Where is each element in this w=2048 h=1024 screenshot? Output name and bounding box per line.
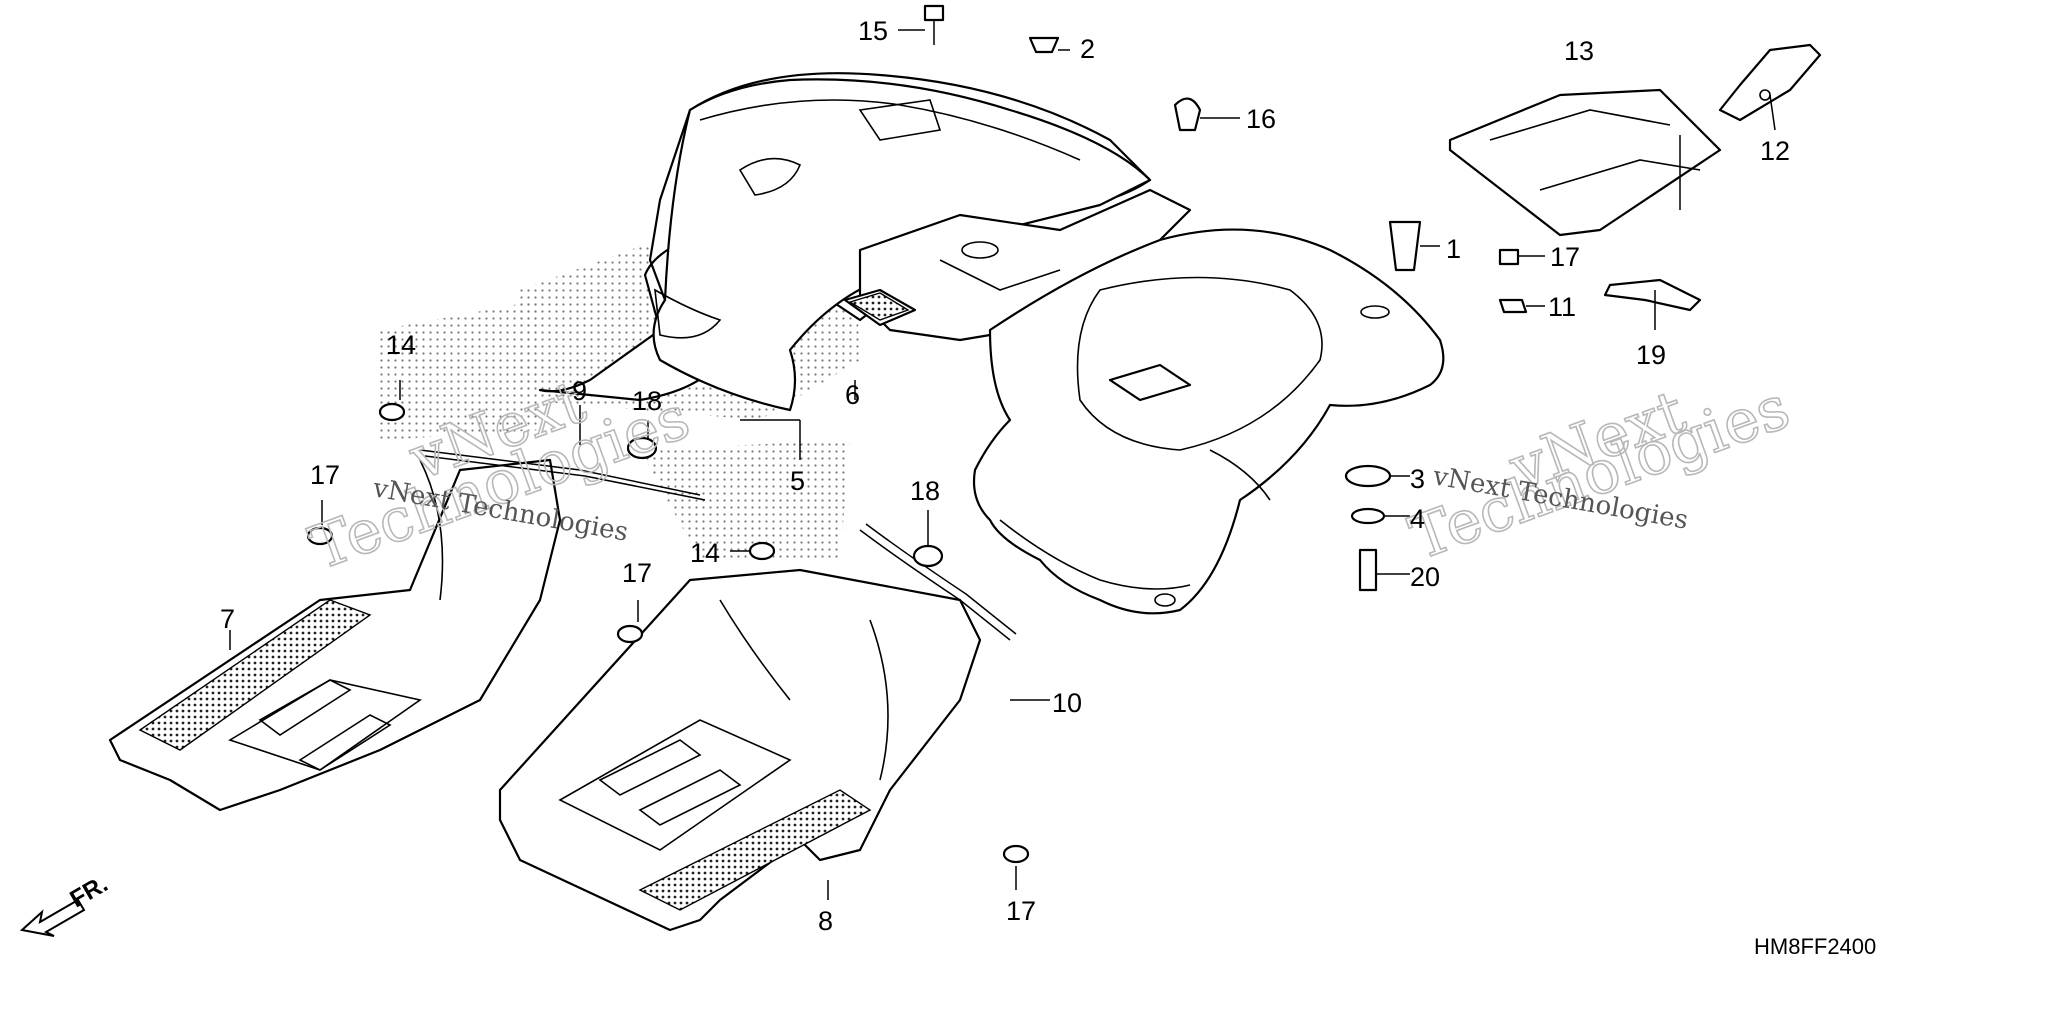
front-arrow-icon (19, 898, 86, 937)
diagram-code: HM8FF2400 (1754, 934, 1876, 959)
nut-11 (1498, 298, 1528, 314)
callout-2: 2 (1080, 34, 1095, 64)
callout-17-center: 17 (622, 558, 652, 588)
callout-10: 10 (1052, 688, 1082, 718)
callout-17-bottom: 17 (1006, 896, 1036, 926)
clip-2 (1028, 36, 1060, 54)
front-direction-indicator: FR. (19, 870, 112, 937)
callout-17-left: 17 (310, 460, 340, 490)
bolt-14-left (378, 402, 406, 422)
callout-6: 6 (845, 380, 860, 410)
floorboard-left (108, 458, 562, 812)
callout-12: 12 (1760, 136, 1790, 166)
callout-4: 4 (1410, 504, 1425, 534)
nut-18-center (912, 544, 944, 568)
floorboard-right (498, 568, 982, 932)
callout-15: 15 (858, 16, 888, 46)
callout-18-left: 18 (632, 386, 662, 416)
bolt-17-center (616, 624, 644, 644)
callout-14-left: 14 (386, 330, 416, 360)
callout-20: 20 (1410, 562, 1440, 592)
grommet-1 (1388, 220, 1422, 272)
callout-1: 1 (1446, 234, 1461, 264)
washer-4 (1350, 507, 1386, 525)
callout-5: 5 (790, 466, 805, 496)
clip-16 (1173, 97, 1202, 132)
bolt-15 (923, 4, 945, 45)
callout-8: 8 (818, 906, 833, 936)
fasteners (306, 4, 1528, 864)
bolt-17-left (306, 526, 334, 546)
callout-17-right: 17 (1550, 242, 1580, 272)
callout-19: 19 (1636, 340, 1666, 370)
callout-9: 9 (572, 376, 587, 406)
nut-18-left (626, 436, 658, 460)
bolt-14-center (748, 541, 776, 561)
callout-3: 3 (1410, 464, 1425, 494)
callout-7: 7 (220, 604, 235, 634)
rear-fender-right (972, 228, 1445, 615)
bolt-17-right (1498, 248, 1520, 266)
cushion-3 (1344, 464, 1392, 488)
part-19-bracket (1603, 278, 1702, 312)
bolt-17-bottom (1002, 844, 1030, 864)
callout-13: 13 (1564, 36, 1594, 66)
part-6-pad (843, 288, 917, 327)
callout-11: 11 (1548, 292, 1576, 322)
part-9-rod (419, 449, 706, 501)
part-12-bracket (1718, 43, 1822, 122)
callout-14-center: 14 (690, 538, 720, 568)
leader-lines (229, 29, 1776, 900)
bolt-20 (1358, 548, 1378, 592)
callout-18-center: 18 (910, 476, 940, 506)
callouts: 1 2 3 4 5 6 7 8 9 10 11 12 13 14 14 15 1… (220, 16, 1790, 936)
callout-16: 16 (1246, 104, 1276, 134)
